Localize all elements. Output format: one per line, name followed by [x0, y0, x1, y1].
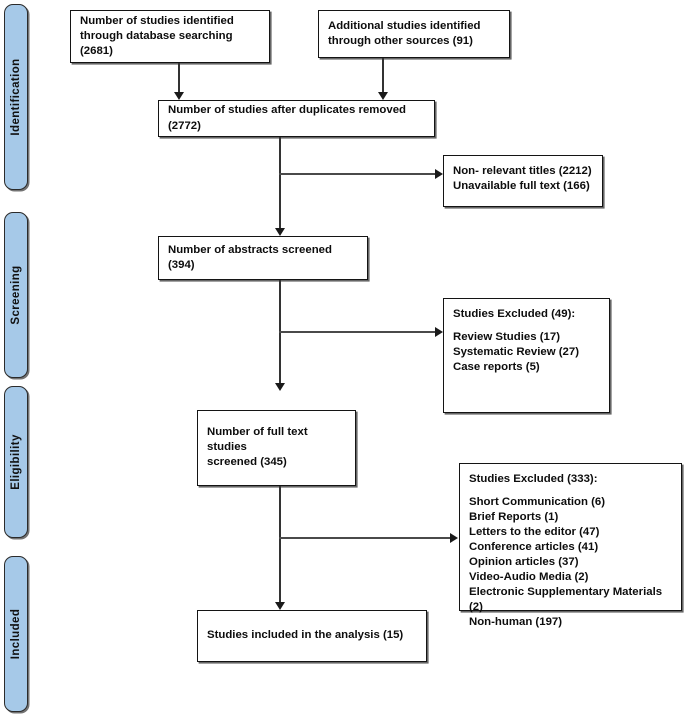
arrowhead-database-to-duplicates: [174, 92, 184, 100]
box-fulltext-screened: Number of full text studies screened (34…: [197, 410, 356, 486]
database-search-line1: Number of studies identified: [80, 14, 234, 27]
spacer: [469, 487, 672, 495]
connector-to-excluded-49: [279, 331, 438, 333]
abstracts-screened-text: Number of abstracts screened (394): [168, 243, 332, 271]
fulltext-screened-line2: screened (345): [207, 456, 287, 469]
arrowhead-to-excluded-333: [450, 533, 458, 543]
box-excluded-333: Studies Excluded (333): Short Communicat…: [459, 463, 682, 628]
box-included-analysis: Studies included in the analysis (15): [197, 610, 427, 662]
box-screening-exclusions: Non- relevant titles (2212) Unavailable …: [443, 155, 603, 207]
connector-abstracts-to-fulltext: [279, 280, 281, 386]
excluded-333-item-1: Brief Reports (1): [469, 511, 559, 524]
box-database-search: Number of studies identified through dat…: [70, 10, 270, 63]
stage-label-included: Included: [10, 608, 22, 660]
stage-label-screening: Screening: [10, 265, 22, 325]
box-duplicates-removed: Number of studies after duplicates remov…: [158, 100, 435, 137]
connector-duplicates-to-abstracts: [279, 137, 281, 231]
fulltext-screened-line1: Number of full text studies: [207, 426, 308, 454]
excluded-49-item-2: Case reports (5): [453, 361, 540, 374]
other-sources-line2: through other sources (91): [328, 35, 473, 47]
spacer: [453, 322, 600, 330]
screening-exclusion-line2: Unavailable full text (166): [453, 180, 590, 193]
stage-pill-identification: Identification: [4, 4, 28, 190]
connector-to-screening-exclusions: [279, 173, 438, 175]
screening-exclusion-line1: Non- relevant titles (2212): [453, 165, 592, 177]
arrowhead-to-excluded-49: [435, 327, 443, 337]
excluded-333-item-5: Video-Audio Media (2): [469, 571, 589, 584]
arrowhead-duplicates-to-abstracts: [275, 228, 285, 236]
stage-pill-screening: Screening: [4, 212, 28, 378]
stage-label-eligibility: Eligibility: [10, 434, 22, 490]
excluded-49-item-0: Review Studies (17): [453, 331, 560, 344]
stage-label-identification: Identification: [10, 58, 22, 136]
excluded-333-item-2: Letters to the editor (47): [469, 526, 600, 539]
duplicates-removed-text: Number of studies after duplicates remov…: [168, 104, 406, 132]
excluded-333-item-6: Electronic Supplementary Materials (2): [469, 586, 663, 614]
included-analysis-text: Studies included in the analysis (15): [207, 629, 404, 642]
arrowhead-fulltext-to-included: [275, 602, 285, 610]
excluded-333-item-0: Short Communication (6): [469, 496, 606, 509]
excluded-333-heading: Studies Excluded (333):: [469, 473, 598, 485]
database-search-line2: through database searching (2681): [80, 29, 233, 58]
connector-other-to-duplicates: [382, 58, 384, 95]
other-sources-line1: Additional studies identified: [328, 19, 481, 32]
arrowhead-other-to-duplicates: [378, 92, 388, 100]
connector-to-excluded-333: [279, 537, 452, 539]
box-other-sources: Additional studies identified through ot…: [318, 10, 510, 58]
excluded-333-item-3: Conference articles (41): [469, 541, 599, 554]
connector-fulltext-to-included: [279, 486, 281, 605]
box-excluded-49: Studies Excluded (49): Review Studies (1…: [443, 298, 610, 413]
arrowhead-abstracts-to-fulltext: [275, 383, 285, 391]
excluded-333-item-4: Opinion articles (37): [469, 556, 579, 569]
stage-pill-included: Included: [4, 556, 28, 712]
connector-database-to-duplicates: [178, 63, 180, 95]
box-abstracts-screened: Number of abstracts screened (394): [158, 236, 368, 280]
stage-pill-eligibility: Eligibility: [4, 386, 28, 538]
excluded-333-item-7: Non-human (197): [469, 616, 563, 629]
excluded-49-heading: Studies Excluded (49):: [453, 308, 576, 320]
arrowhead-to-screening-exclusions: [435, 169, 443, 179]
excluded-49-item-1: Systematic Review (27): [453, 346, 579, 359]
